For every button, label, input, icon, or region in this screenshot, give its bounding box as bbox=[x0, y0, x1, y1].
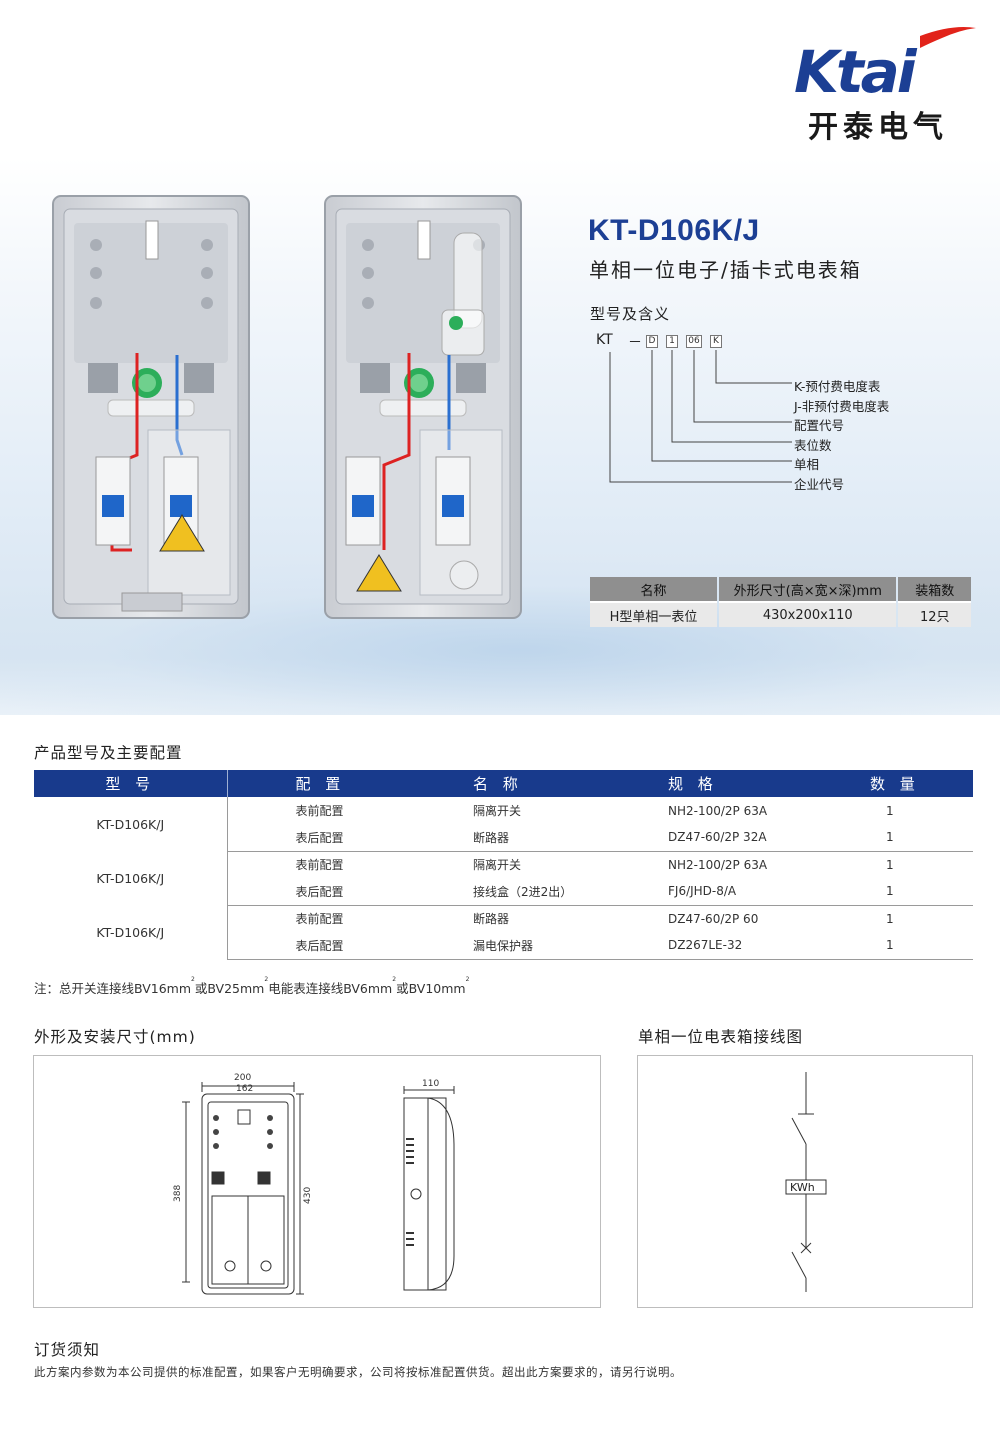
code-box-positions: 1 bbox=[666, 335, 678, 348]
dim-width-inner: 162 bbox=[236, 1084, 253, 1094]
config-model-cell: KT-D106K/J bbox=[34, 851, 228, 905]
table-row: 表后配置 断路器 DZ47-60/2P 32A 1 bbox=[34, 824, 973, 852]
code-box-series: D bbox=[646, 335, 658, 348]
config-cell: 表前配置 bbox=[295, 804, 344, 818]
config-cell: 表后配置 bbox=[227, 878, 467, 906]
note-sup: 2 bbox=[264, 976, 269, 983]
config-cell: 表后配置 bbox=[227, 824, 467, 852]
config-name-cell: 隔离开关 bbox=[473, 858, 522, 873]
config-spec-cell: NH2-100/2P 63A bbox=[668, 803, 768, 818]
config-model-cell: KT-D106K/J bbox=[34, 797, 228, 851]
spec-header-size: 外形尺寸(高×宽×深)mm bbox=[719, 577, 897, 601]
config-cell: 表后配置 bbox=[227, 932, 467, 960]
order-text: 此方案内参数为本公司提供的标准配置，如果客户无明确要求，公司将按标准配置供货。超… bbox=[34, 1365, 682, 1379]
table-row: 表后配置 漏电保护器 DZ267LE-32 1 bbox=[34, 932, 973, 960]
kwh-meter-label: KWh bbox=[790, 1181, 815, 1194]
model-code-diagram: KT － D 1 06 K K-预付费电度表 J-非预付费电度表 配置代号 表位… bbox=[590, 332, 920, 502]
note-sup: 2 bbox=[465, 976, 470, 983]
spec-table: 名称 外形尺寸(高×宽×深)mm 装箱数 H型单相一表位 430x200x110… bbox=[588, 577, 973, 627]
code-leader-lines bbox=[609, 350, 792, 483]
model-meaning-heading: 型号及含义 bbox=[590, 305, 671, 323]
code-label-k: K-预付费电度表 bbox=[794, 379, 881, 394]
config-spec-cell: DZ47-60/2P 32A bbox=[662, 824, 870, 852]
spec-cell-pack: 12只 bbox=[898, 601, 971, 627]
spec-row: H型单相一表位 430x200x110 12只 bbox=[590, 601, 971, 627]
config-qty-cell: 1 bbox=[870, 878, 973, 906]
dim-height-inner: 388 bbox=[173, 1185, 183, 1202]
config-spec-cell: FJ6/JHD-8/A bbox=[662, 878, 870, 906]
order-title: 订货须知 bbox=[34, 1341, 101, 1359]
config-spec-cell: DZ267LE-32 bbox=[662, 932, 870, 960]
logo-latin: Ktai bbox=[794, 38, 918, 101]
config-header-spec: 规 格 bbox=[662, 770, 870, 797]
config-cell: 表前配置 bbox=[295, 858, 344, 873]
config-model-cell: KT-D106K/J bbox=[34, 905, 228, 959]
code-label-company: 企业代号 bbox=[794, 477, 845, 492]
code-label-phase: 单相 bbox=[794, 457, 820, 472]
spec-cell-name: H型单相一表位 bbox=[590, 601, 718, 627]
spec-header-pack: 装箱数 bbox=[898, 577, 971, 601]
table-row: 表后配置 接线盒（2进2出） FJ6/JHD-8/A 1 bbox=[34, 878, 973, 906]
wiring-title: 单相一位电表箱接线图 bbox=[638, 1028, 804, 1046]
product-photo-front bbox=[52, 195, 250, 619]
code-label-j: J-非预付费电度表 bbox=[794, 399, 890, 414]
product-subtitle: 单相一位电子/插卡式电表箱 bbox=[589, 258, 862, 282]
dim-depth: 110 bbox=[422, 1079, 439, 1089]
table-row: KT-D106K/J 表前配置 隔离开关 NH2-100/2P 63A 1 bbox=[34, 797, 973, 851]
dimensions-title: 外形及安装尺寸(mm) bbox=[34, 1028, 196, 1046]
config-name-cell: 断路器 bbox=[473, 912, 510, 927]
dim-width-outer: 200 bbox=[234, 1073, 251, 1083]
config-cell: 表前配置 bbox=[295, 912, 344, 927]
dimension-drawing-panel: 200 162 388 430 110 bbox=[33, 1055, 601, 1308]
config-name-cell: 隔离开关 bbox=[473, 804, 522, 818]
config-qty-cell: 1 bbox=[870, 932, 973, 960]
code-label-config: 配置代号 bbox=[794, 418, 845, 433]
ktai-logo-mark: Ktai bbox=[794, 27, 976, 101]
dimension-drawing: 200 162 388 430 110 bbox=[173, 1073, 455, 1295]
spec-cell-size: 430x200x110 bbox=[719, 601, 897, 627]
config-header-qty: 数 量 bbox=[870, 770, 973, 797]
note-sup: 2 bbox=[191, 976, 195, 983]
config-header-config: 配 置 bbox=[227, 770, 467, 797]
config-spec-cell: NH2-100/2P 63A bbox=[668, 857, 768, 872]
config-qty-cell: 1 bbox=[886, 911, 894, 926]
note-text: 电能表连接线BV6mm bbox=[268, 981, 393, 996]
wiring-note: 注：总开关连接线BV16mm2或BV25mm2电能表连接线BV6mm2或BV10… bbox=[34, 976, 470, 997]
code-label-positions: 表位数 bbox=[794, 438, 832, 453]
table-row: KT-D106K/J 表前配置 断路器 DZ47-60/2P 60 1 bbox=[34, 905, 973, 959]
config-header-model: 型 号 bbox=[34, 770, 228, 797]
note-text: 或BV10mm bbox=[396, 981, 466, 996]
table-row: KT-D106K/J 表前配置 隔离开关 NH2-100/2P 63A 1 bbox=[34, 851, 973, 905]
logo-chinese: 开泰电气 bbox=[808, 110, 948, 145]
config-name-cell: 接线盒（2进2出） bbox=[467, 878, 662, 906]
brand-logo: Ktai 开泰电气 bbox=[792, 26, 977, 145]
note-text: 或BV25mm bbox=[194, 981, 265, 996]
product-photo-card bbox=[324, 195, 522, 619]
config-qty-cell: 1 bbox=[886, 803, 894, 818]
note-sup: 2 bbox=[392, 976, 397, 983]
config-name-cell: 断路器 bbox=[467, 824, 662, 852]
code-box-type: K bbox=[710, 335, 722, 348]
config-name-cell: 漏电保护器 bbox=[467, 932, 662, 960]
config-header-name: 名 称 bbox=[467, 770, 662, 797]
config-spec-cell: DZ47-60/2P 60 bbox=[668, 911, 759, 926]
wiring-diagram: KWh bbox=[785, 1072, 827, 1292]
config-title: 产品型号及主要配置 bbox=[34, 744, 183, 762]
product-title: KT-D106K/J bbox=[588, 214, 760, 247]
code-box-config: 06 bbox=[686, 335, 702, 348]
note-text: 注：总开关连接线BV16mm bbox=[34, 981, 192, 996]
code-prefix: KT bbox=[596, 332, 613, 348]
config-qty-cell: 1 bbox=[886, 857, 894, 872]
config-qty-cell: 1 bbox=[870, 824, 973, 852]
code-dash: － bbox=[628, 335, 642, 351]
spec-header-name: 名称 bbox=[590, 577, 718, 601]
dim-height-outer: 430 bbox=[303, 1187, 313, 1204]
config-table: 型 号 配 置 名 称 规 格 数 量 KT-D106K/J 表前配置 隔离开关… bbox=[34, 770, 973, 960]
wiring-diagram-panel: KWh bbox=[637, 1055, 973, 1308]
